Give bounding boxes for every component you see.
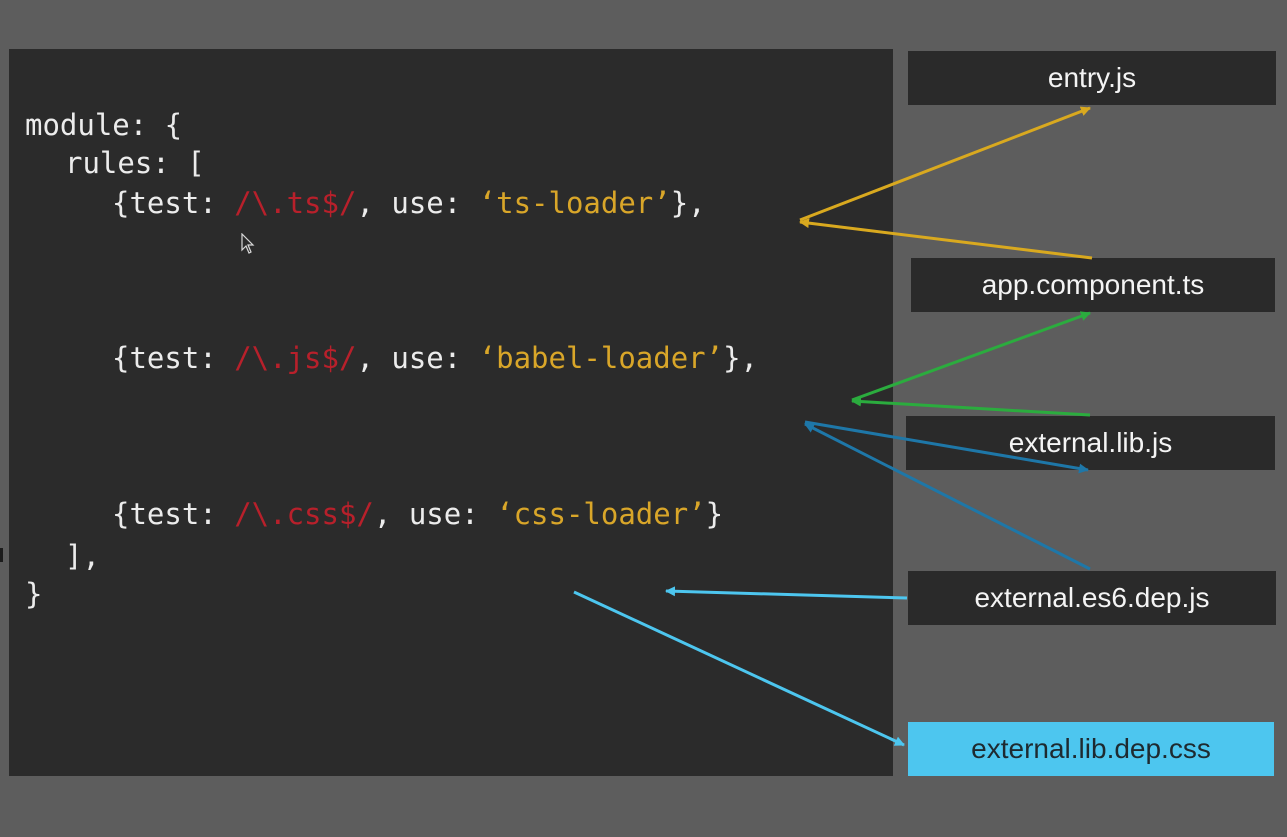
code-line-module-close: } (25, 577, 43, 611)
rule-js-loader: ‘babel-loader’ (478, 341, 724, 375)
rule-ts-mid: , use: (356, 186, 479, 220)
rule-css-mid: , use: (373, 497, 497, 531)
rule-js-line: {test: /\.js$/, use: ‘babel-loader’}, (112, 340, 758, 376)
rule-ts-open: {test: (112, 186, 235, 220)
rule-css-open: {test: (112, 497, 235, 531)
file-entry-js: entry.js (908, 51, 1276, 105)
file-external-lib-js: external.lib.js (906, 416, 1275, 470)
file-external-lib-dep-css: external.lib.dep.css (908, 722, 1274, 776)
code-line-module-open: module: { (25, 108, 183, 142)
code-line-rules-close: ], (65, 539, 100, 573)
rule-css-regex: /\.css$/ (234, 497, 374, 531)
rule-css-loader: ‘css-loader’ (496, 497, 706, 531)
file-app-component-ts: app.component.ts (911, 258, 1275, 312)
code-line-rules-open: rules: [ (65, 146, 205, 180)
file-external-es6-dep-js: external.es6.dep.js (908, 571, 1276, 625)
rule-css-line: {test: /\.css$/, use: ‘css-loader’} (112, 496, 723, 532)
rule-css-close: } (705, 497, 724, 531)
rule-js-open: {test: (112, 341, 235, 375)
rule-js-regex: /\.js$/ (234, 341, 357, 375)
rule-ts-regex: /\.ts$/ (234, 186, 357, 220)
rule-js-mid: , use: (356, 341, 479, 375)
rule-ts-close: }, (670, 186, 706, 220)
rule-js-close: }, (723, 341, 759, 375)
left-edge-mark (0, 548, 3, 562)
rule-ts-line: {test: /\.ts$/, use: ‘ts-loader’}, (112, 185, 706, 221)
mouse-pointer-icon (241, 233, 255, 254)
rule-ts-loader: ‘ts-loader’ (478, 186, 671, 220)
